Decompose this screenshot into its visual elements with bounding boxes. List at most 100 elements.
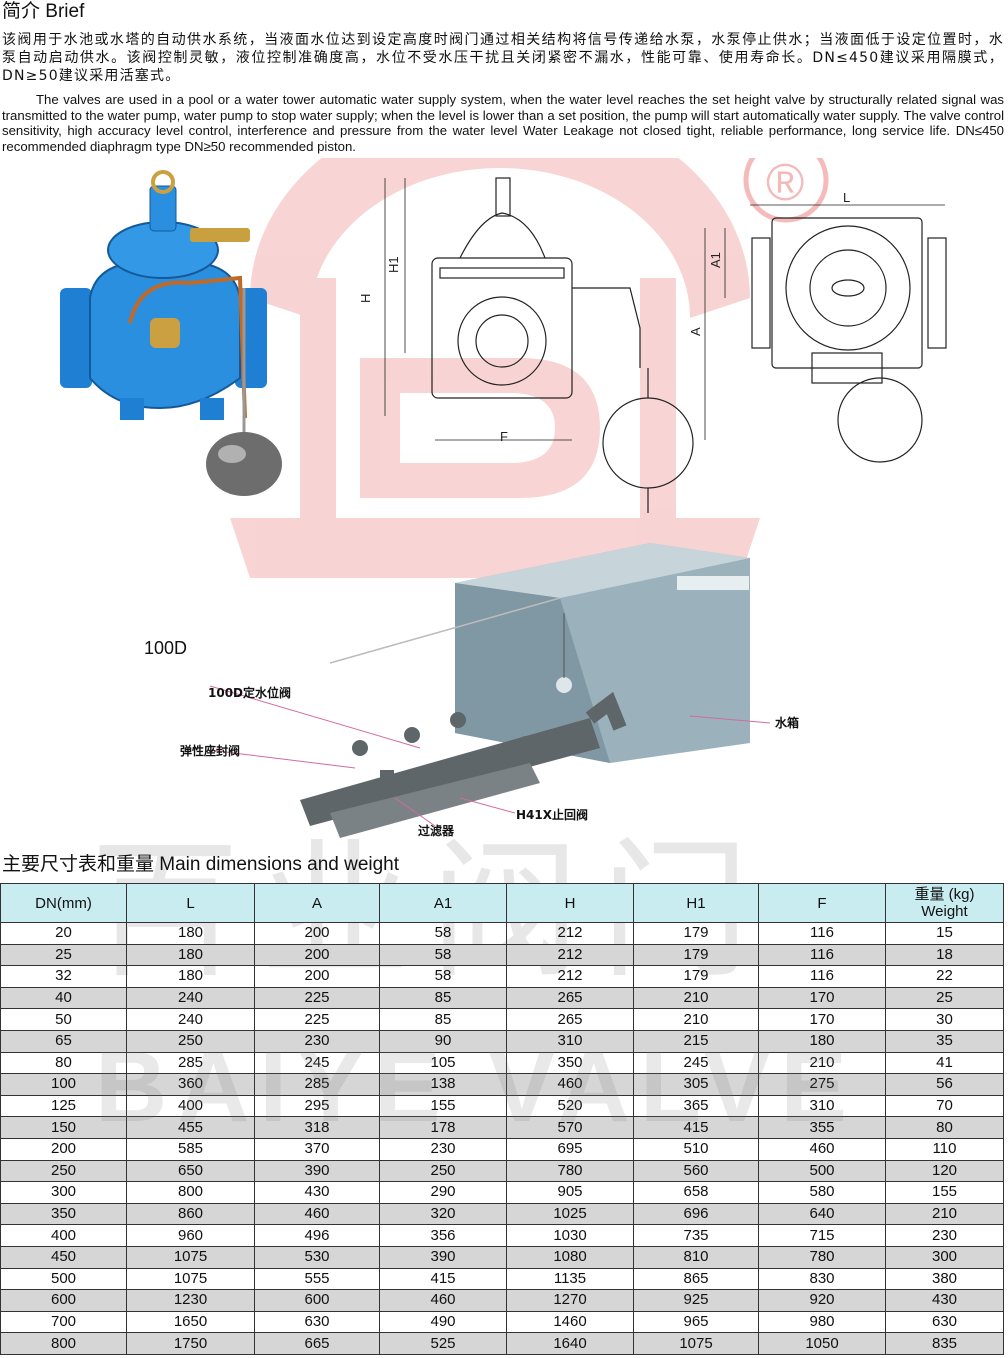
cell-a: 460: [254, 1202, 380, 1226]
cell-a1: 460: [379, 1289, 507, 1312]
cell-dn: 200: [0, 1137, 127, 1161]
cell-f: 116: [758, 922, 886, 945]
cell-l: 240: [126, 986, 255, 1010]
dim-label-A1: A1: [708, 252, 723, 268]
cell-l: 180: [126, 922, 255, 945]
cell-l: 180: [126, 965, 255, 988]
cell-a: 390: [254, 1159, 380, 1183]
cell-dn: 25: [0, 943, 127, 967]
cell-a1: 250: [379, 1159, 507, 1183]
cell-dn: 50: [0, 1008, 127, 1031]
cell-a1: 178: [379, 1116, 507, 1139]
cell-dn: 32: [0, 965, 127, 988]
cell-weight: 41: [885, 1051, 1004, 1075]
cell-h: 212: [506, 922, 634, 945]
col-weight-en: Weight: [921, 903, 968, 920]
cell-l: 960: [126, 1224, 255, 1247]
col-h1: H1: [633, 883, 759, 923]
installation-schematic: [209, 543, 771, 838]
cell-h1: 245: [633, 1051, 759, 1075]
cell-l: 240: [126, 1008, 255, 1031]
cell-a1: 390: [379, 1245, 507, 1269]
cell-h1: 305: [633, 1073, 759, 1096]
cell-l: 1650: [126, 1310, 255, 1334]
cell-h1: 560: [633, 1159, 759, 1183]
cell-weight: 35: [885, 1029, 1004, 1053]
brief-text-cn: 该阀用于水池或水塔的自动供水系统，当液面水位达到设定高度时阀门通过相关结构将信号…: [2, 32, 1004, 84]
cell-h: 310: [506, 1029, 634, 1053]
table-header-row: DN(mm) L A A1 H H1 F 重量 (kg) Weight: [0, 883, 1004, 923]
cell-a: 430: [254, 1181, 380, 1204]
cell-weight: 56: [885, 1073, 1004, 1096]
cell-h: 1460: [506, 1310, 634, 1334]
figure-drawings: ®: [60, 98, 947, 838]
col-a1: A1: [379, 883, 507, 923]
cell-h: 905: [506, 1181, 634, 1204]
cell-weight: 70: [885, 1094, 1004, 1118]
cell-weight: 120: [885, 1159, 1004, 1183]
cell-l: 285: [126, 1051, 255, 1075]
cell-a1: 320: [379, 1202, 507, 1226]
brief-title: 简介 Brief: [2, 1, 85, 22]
dims-title: 主要尺寸表和重量 Main dimensions and weight: [2, 854, 400, 875]
cell-h: 1080: [506, 1245, 634, 1269]
cell-l: 180: [126, 943, 255, 967]
cell-a: 530: [254, 1245, 380, 1269]
registered-mark-glyph: ®: [766, 158, 804, 212]
cell-weight: 110: [885, 1137, 1004, 1161]
cell-a1: 138: [379, 1073, 507, 1096]
dim-label-F: F: [500, 429, 508, 444]
cell-h1: 210: [633, 986, 759, 1010]
cell-a: 225: [254, 1008, 380, 1031]
product-figure: ®: [0, 98, 1008, 848]
cell-a: 665: [254, 1332, 380, 1355]
cell-dn: 700: [0, 1310, 127, 1334]
cell-l: 650: [126, 1159, 255, 1183]
cell-a: 370: [254, 1137, 380, 1161]
callout-tank: 水箱: [775, 716, 800, 730]
cell-dn: 350: [0, 1202, 127, 1226]
cell-h1: 696: [633, 1202, 759, 1226]
cell-a1: 85: [379, 986, 507, 1010]
cell-dn: 400: [0, 1224, 127, 1247]
cell-h: 1270: [506, 1289, 634, 1312]
cell-dn: 100: [0, 1073, 127, 1096]
cell-weight: 430: [885, 1289, 1004, 1312]
cell-h: 1025: [506, 1202, 634, 1226]
cell-f: 116: [758, 965, 886, 988]
cell-a: 555: [254, 1267, 380, 1291]
cell-a: 245: [254, 1051, 380, 1075]
cell-a: 295: [254, 1094, 380, 1118]
cell-l: 860: [126, 1202, 255, 1226]
col-dn: DN(mm): [0, 883, 127, 923]
cell-h1: 658: [633, 1181, 759, 1204]
cell-h: 350: [506, 1051, 634, 1075]
cell-h: 780: [506, 1159, 634, 1183]
cell-weight: 210: [885, 1202, 1004, 1226]
cell-a1: 58: [379, 943, 507, 967]
cell-l: 800: [126, 1181, 255, 1204]
dim-label-L: L: [843, 190, 850, 205]
cell-h: 265: [506, 1008, 634, 1031]
cell-h1: 510: [633, 1137, 759, 1161]
cell-f: 1050: [758, 1332, 886, 1355]
cell-f: 355: [758, 1116, 886, 1139]
cell-a: 600: [254, 1289, 380, 1312]
cell-h: 520: [506, 1094, 634, 1118]
cell-a: 225: [254, 986, 380, 1010]
col-weight: 重量 (kg) Weight: [885, 883, 1004, 923]
cell-dn: 80: [0, 1051, 127, 1075]
cell-h: 695: [506, 1137, 634, 1161]
cell-a1: 356: [379, 1224, 507, 1247]
cell-a1: 490: [379, 1310, 507, 1334]
cell-f: 460: [758, 1137, 886, 1161]
cell-weight: 30: [885, 1008, 1004, 1031]
cell-h1: 415: [633, 1116, 759, 1139]
callout-filter: 过滤器: [418, 824, 455, 838]
